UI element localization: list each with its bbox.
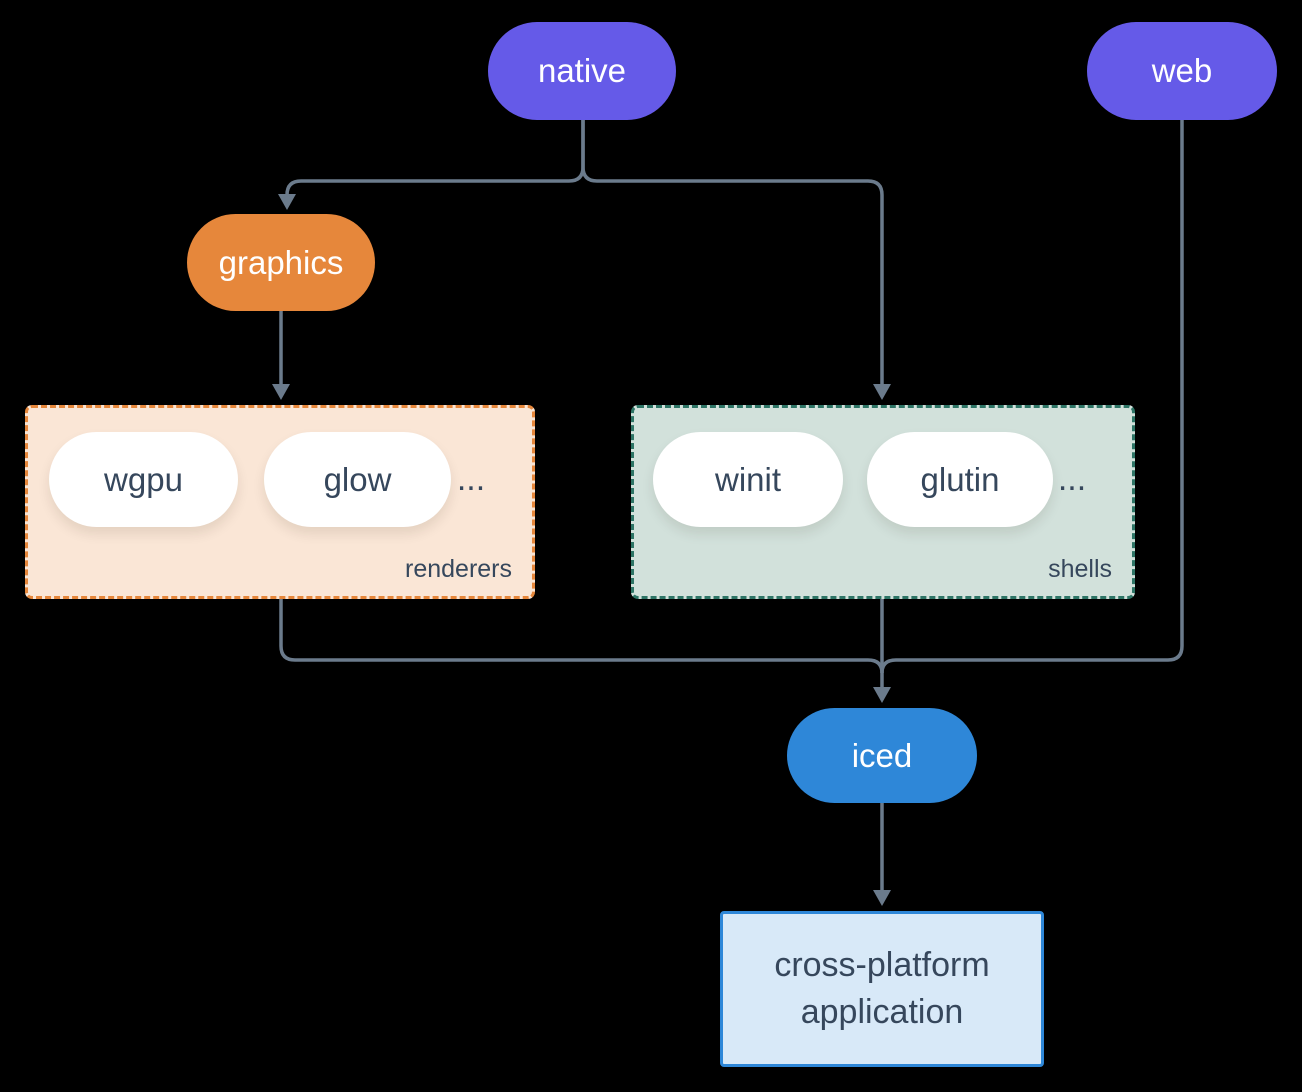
- group-label-shells: shells: [1048, 555, 1112, 583]
- node-native-label: native: [537, 52, 627, 89]
- pill-winit: winit: [653, 432, 843, 527]
- arrowhead-renderers: [272, 384, 290, 400]
- node-web: web: [1087, 22, 1277, 120]
- group-shells: winit glutin ... shells: [631, 405, 1135, 599]
- connector-native-to-shells: [581, 120, 884, 384]
- connector-native-to-graphics: [285, 120, 585, 196]
- node-web-label: web: [1151, 52, 1213, 89]
- pill-glutin: glutin: [867, 432, 1053, 527]
- connector-renderers-to-merge: [279, 599, 884, 674]
- ellipsis-shells: ...: [1057, 460, 1087, 498]
- pill-glow: glow: [264, 432, 451, 527]
- node-native: native: [488, 22, 676, 120]
- app-label-line2: application: [800, 993, 964, 1031]
- pill-glow-label: glow: [323, 460, 392, 498]
- node-iced-label: iced: [851, 736, 913, 774]
- pill-wgpu-label: wgpu: [104, 460, 183, 498]
- arrowhead-iced: [873, 687, 891, 703]
- app-label-line1: cross-platform: [774, 946, 990, 984]
- node-cross-platform-app: cross-platform application: [720, 911, 1044, 1067]
- node-iced: iced: [787, 708, 977, 803]
- arrowhead-graphics: [278, 194, 296, 210]
- pill-wgpu: wgpu: [49, 432, 238, 527]
- ellipsis-renderers: ...: [456, 460, 486, 498]
- pill-glutin-label: glutin: [920, 460, 1000, 498]
- arrowhead-app: [873, 890, 891, 906]
- arrowhead-shells: [873, 384, 891, 400]
- node-graphics: graphics: [187, 214, 375, 311]
- pill-winit-label: winit: [714, 460, 782, 498]
- node-graphics-label: graphics: [218, 243, 344, 281]
- group-label-renderers: renderers: [405, 555, 512, 583]
- group-renderers: wgpu glow ... renderers: [25, 405, 535, 599]
